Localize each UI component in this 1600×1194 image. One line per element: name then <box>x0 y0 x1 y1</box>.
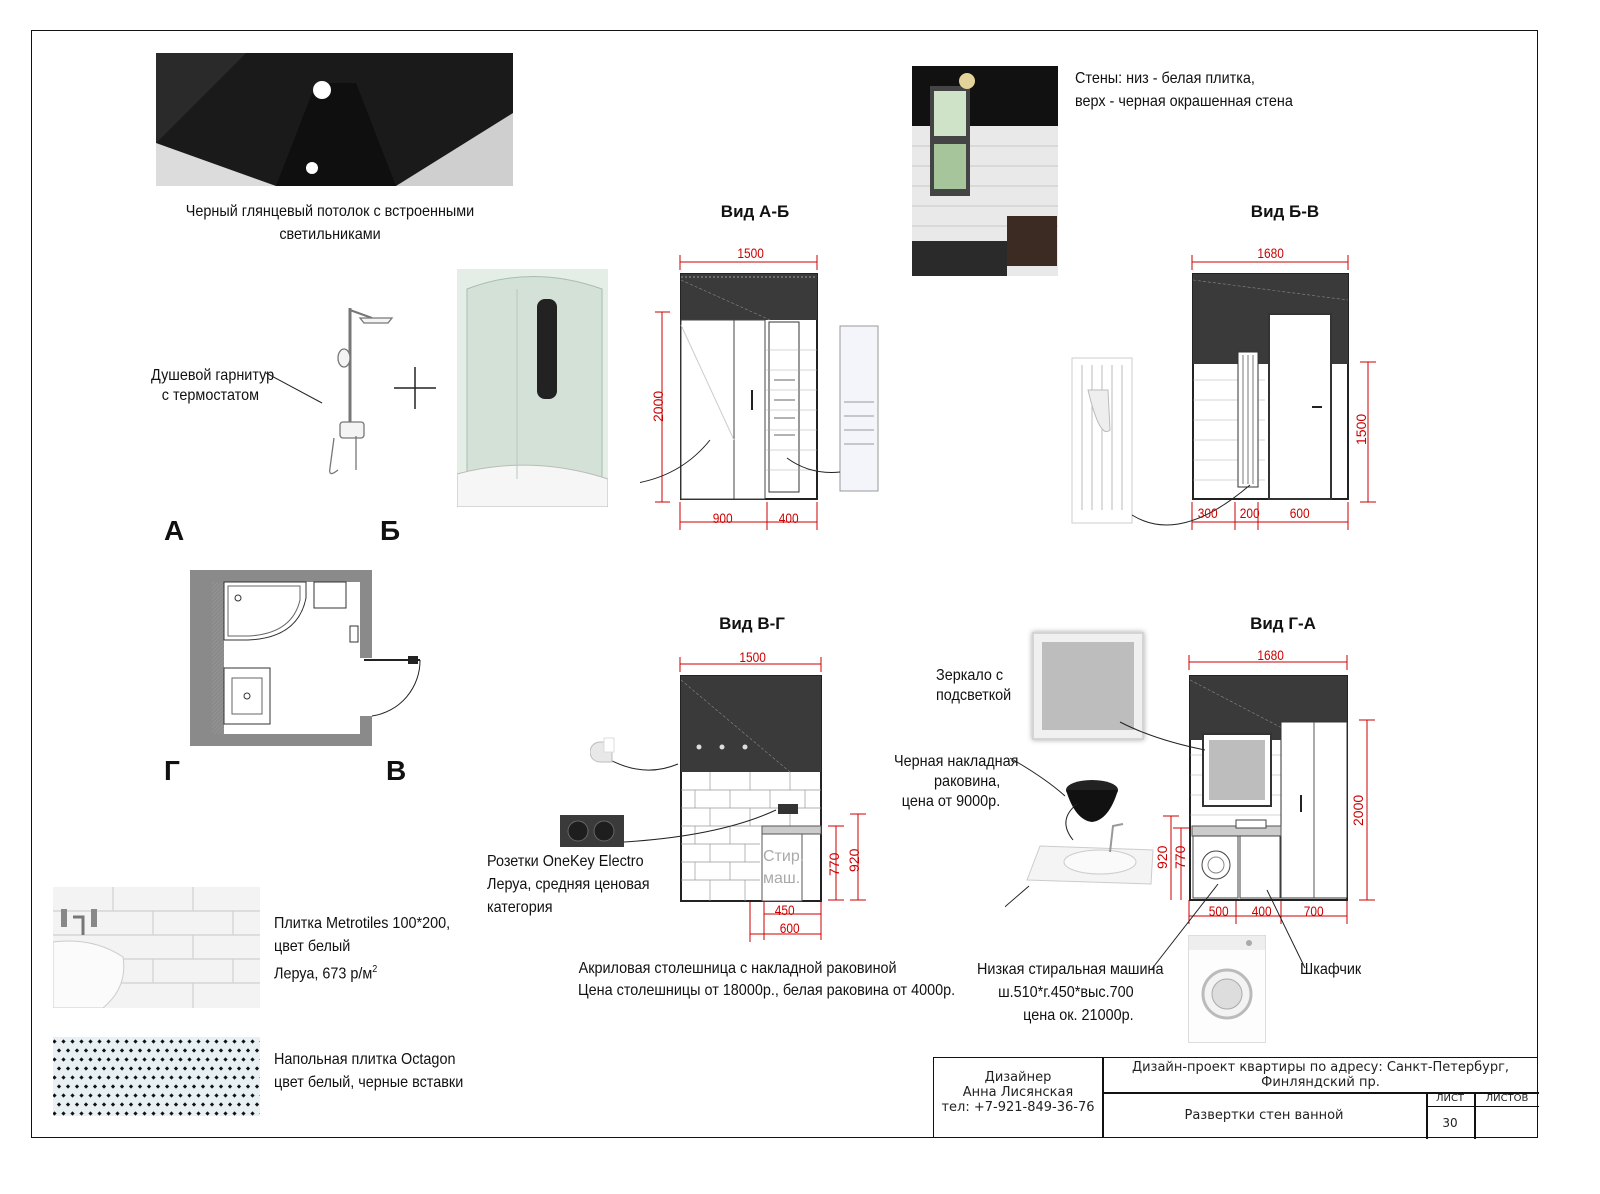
floor-tile-photo <box>53 1037 260 1116</box>
title-sheets-label: ЛИСТОВ <box>1485 1093 1529 1104</box>
view-ab-bottom-2: 400 <box>778 510 799 526</box>
plan-letter-v: В <box>386 755 407 786</box>
light-switch-icon <box>589 736 624 764</box>
view-ga-title: Вид Г-А <box>1250 614 1316 633</box>
view-vg-h2: 920 <box>846 848 862 872</box>
drawing-frame <box>31 30 1538 1138</box>
view-ab-width: 1500 <box>737 245 764 261</box>
view-ab-title: Вид А-Б <box>720 202 790 221</box>
view-ga-h2: 770 <box>1172 845 1188 869</box>
title-block: Дизайнер Анна Лисянская тел: +7-921-849-… <box>933 1057 1539 1139</box>
floor-plan <box>190 570 421 746</box>
view-ga-height: 2000 <box>1350 794 1366 826</box>
view-ga-elevation <box>1005 655 1375 971</box>
title-sheet-label: ЛИСТ <box>1435 1093 1465 1104</box>
wall-photo <box>912 66 1058 276</box>
plan-letter-a: А <box>164 515 185 546</box>
plan-letter-b: Б <box>380 515 401 546</box>
view-bv-width: 1680 <box>1257 245 1284 261</box>
view-bv-bottom-3: 600 <box>1289 505 1310 521</box>
washer-photo <box>1188 935 1266 1043</box>
countertop-caption: Акриловая столешница с накладной раковин… <box>578 960 956 999</box>
plan-letter-g: Г <box>164 755 180 786</box>
title-sheet-name: Развертки стен ванной <box>1184 1108 1344 1123</box>
wall-tile-photo <box>53 887 260 1008</box>
view-ga-bottom-3: 700 <box>1303 903 1324 919</box>
view-vg-bottom-2: 600 <box>779 920 800 936</box>
socket-photo <box>560 815 624 847</box>
mirror-photo <box>1032 632 1144 740</box>
washer-label: Стир.маш. <box>763 848 805 887</box>
view-ab-height: 2000 <box>650 390 666 422</box>
view-bv-title: Вид Б-В <box>1250 202 1320 221</box>
view-ga-width: 1680 <box>1257 647 1284 663</box>
title-project: Дизайн-проект квартиры по адресу: Санкт-… <box>1131 1060 1510 1090</box>
view-vg-title: Вид В-Г <box>719 614 785 633</box>
title-sheet-number: 30 <box>1442 1116 1458 1130</box>
view-ab-elevation <box>640 255 879 530</box>
view-ga-h1: 920 <box>1154 845 1170 869</box>
view-ga-bottom-2: 400 <box>1251 903 1272 919</box>
title-designer: Дизайнер Анна Лисянская тел: +7-921-849-… <box>941 1070 1095 1115</box>
cabinet-caption: Шкафчик <box>1300 961 1362 978</box>
shower-set-drawing <box>265 308 436 475</box>
view-ga-bottom-1: 500 <box>1208 903 1229 919</box>
view-vg-width: 1500 <box>739 649 766 665</box>
view-bv-height: 1500 <box>1353 413 1369 445</box>
view-vg-bottom-1: 450 <box>774 902 795 918</box>
view-vg-elevation <box>599 657 866 942</box>
walls-caption: Стены: низ - белая плитка,верх - черная … <box>1075 70 1293 110</box>
ceiling-photo <box>156 53 513 186</box>
view-vg-h1: 770 <box>826 852 842 876</box>
view-ab-bottom-1: 900 <box>712 510 733 526</box>
view-bv-bottom-1: 300 <box>1197 505 1218 521</box>
view-bv-elevation <box>1071 255 1376 530</box>
view-bv-bottom-2: 200 <box>1239 505 1260 521</box>
shower-cabin-photo <box>457 269 608 507</box>
